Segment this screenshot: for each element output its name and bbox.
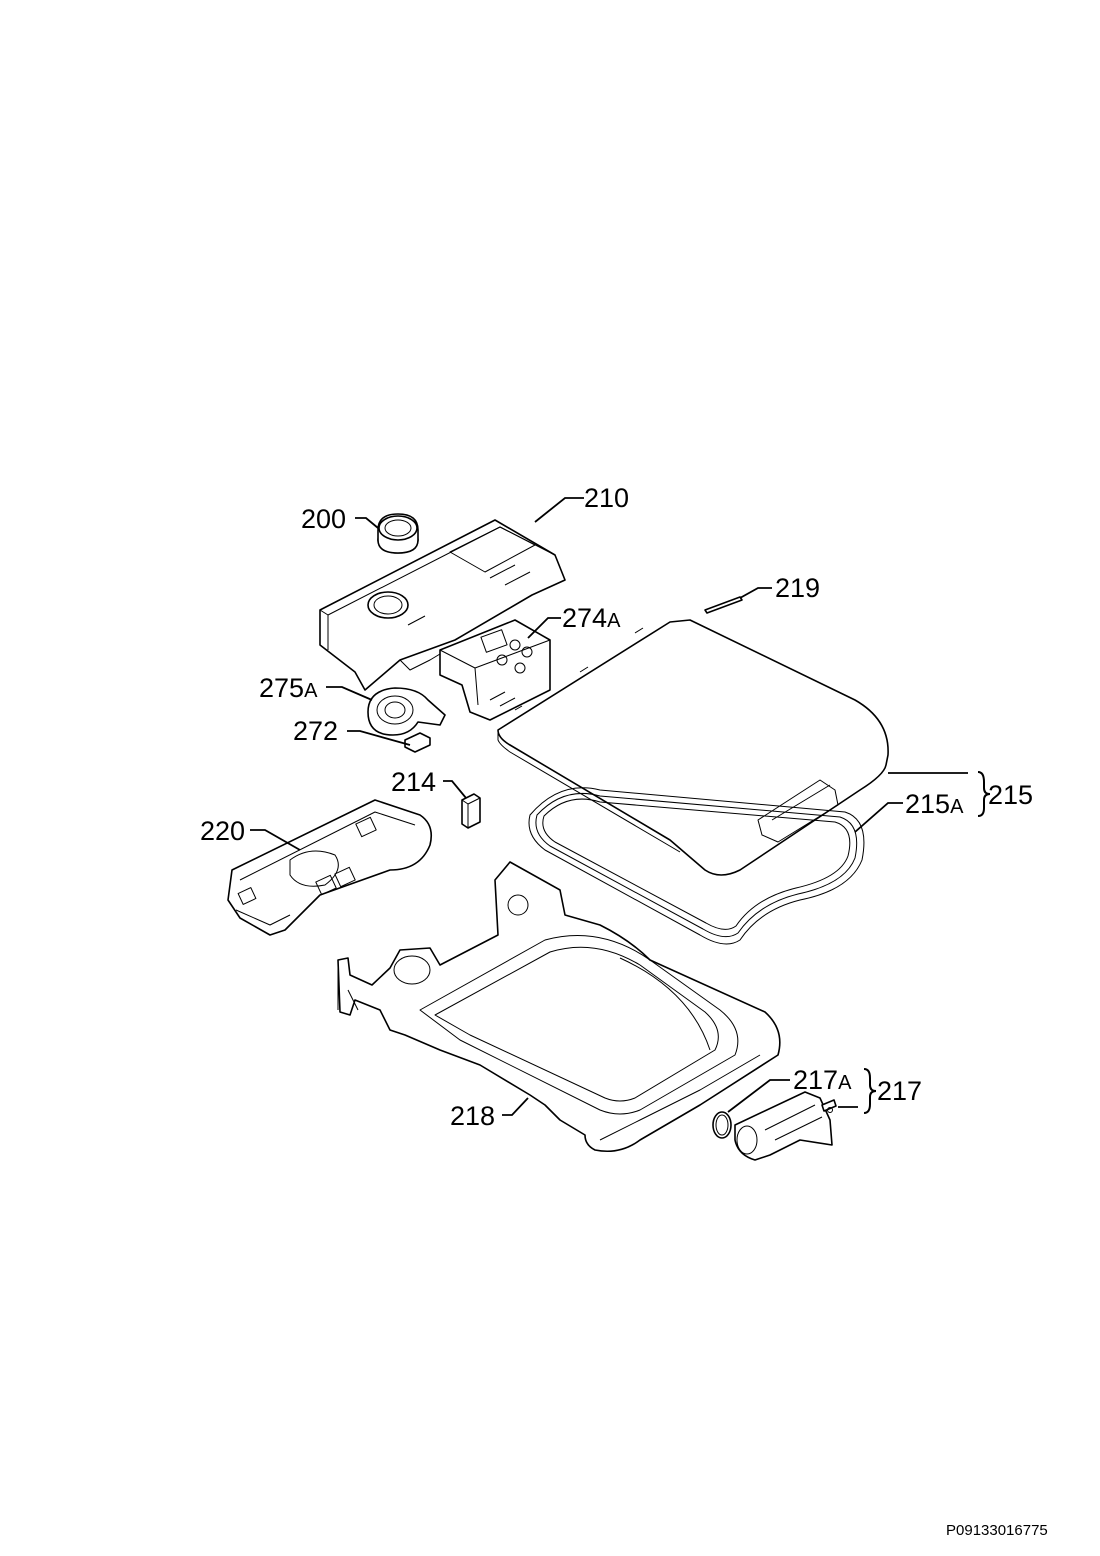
leader-272 bbox=[347, 730, 411, 746]
callout-200: 200 bbox=[301, 504, 346, 534]
leader-210 bbox=[534, 497, 584, 523]
brace-217 bbox=[863, 1068, 877, 1114]
callout-217a: 217A bbox=[793, 1065, 852, 1095]
leader-274a bbox=[527, 617, 561, 639]
part-217-valve-assembly bbox=[734, 1091, 837, 1161]
leader-215a bbox=[854, 802, 903, 833]
part-200-knob bbox=[377, 513, 419, 554]
part-218-top-frame bbox=[337, 861, 781, 1153]
part-274a-electronic-module bbox=[439, 619, 551, 721]
leader-275a bbox=[326, 686, 373, 701]
part-217a-o-ring bbox=[712, 1111, 732, 1139]
leader-lines bbox=[250, 497, 968, 1116]
leader-219 bbox=[739, 587, 772, 599]
callout-274a: 274A bbox=[562, 603, 621, 633]
leader-200 bbox=[355, 517, 379, 529]
leader-214 bbox=[443, 780, 467, 799]
callout-215a: 215A bbox=[905, 789, 964, 819]
callout-214: 214 bbox=[391, 767, 436, 797]
callout-272: 272 bbox=[293, 716, 338, 746]
part-215a-gasket bbox=[528, 787, 865, 945]
callout-218: 218 bbox=[450, 1101, 495, 1131]
part-275a-bearing-ring bbox=[367, 687, 446, 736]
leader-220 bbox=[250, 829, 301, 851]
callout-220: 220 bbox=[200, 816, 245, 846]
part-214-latch bbox=[461, 793, 481, 829]
callout-210: 210 bbox=[584, 483, 629, 513]
part-220-dispenser bbox=[227, 799, 433, 936]
leader-217a bbox=[727, 1079, 790, 1113]
part-272-clip bbox=[404, 732, 431, 753]
part-219-hinge-pin bbox=[704, 596, 743, 614]
part-210-control-panel bbox=[319, 519, 566, 691]
callout-275a: 275A bbox=[259, 673, 318, 703]
document-code: P09133016775 bbox=[946, 1522, 1048, 1539]
leader-218 bbox=[502, 1097, 529, 1116]
part-215-lid bbox=[497, 619, 889, 876]
brace-215 bbox=[977, 771, 991, 817]
callout-219: 219 bbox=[775, 573, 820, 603]
callout-217: 217 bbox=[877, 1076, 922, 1106]
callout-215: 215 bbox=[988, 780, 1033, 810]
